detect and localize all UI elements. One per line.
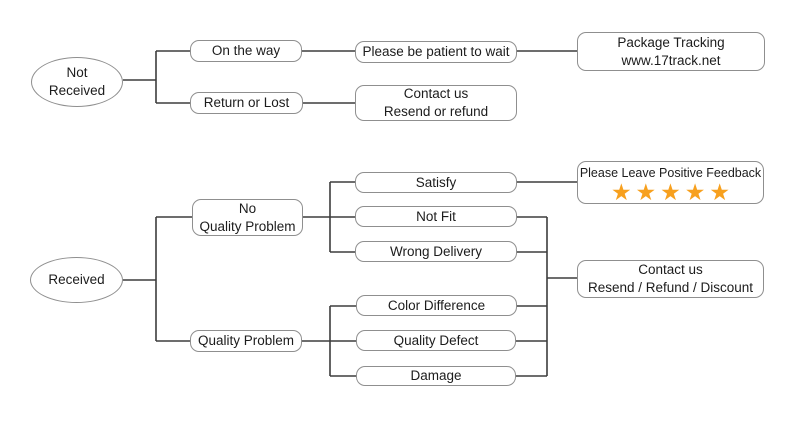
node-contact-us-resend-refund: Contact us Resend or refund (355, 85, 517, 121)
node-received: Received (30, 257, 123, 303)
node-not-received: Not Received (31, 57, 123, 107)
node-positive-feedback: Please Leave Positive Feedback ★★★★★ (577, 161, 764, 204)
positive-feedback-label: Please Leave Positive Feedback (579, 165, 762, 180)
node-quality-problem: Quality Problem (190, 330, 302, 352)
node-damage: Damage (356, 366, 516, 386)
node-package-tracking: Package Tracking www.17track.net (577, 32, 765, 71)
node-on-the-way: On the way (190, 40, 302, 62)
node-no-quality-problem: No Quality Problem (192, 199, 303, 236)
node-wrong-delivery: Wrong Delivery (355, 241, 517, 262)
node-not-fit: Not Fit (355, 206, 517, 227)
node-color-difference: Color Difference (356, 295, 517, 316)
node-quality-defect: Quality Defect (356, 330, 516, 351)
node-please-be-patient: Please be patient to wait (355, 41, 517, 63)
node-satisfy: Satisfy (355, 172, 517, 193)
five-star-rating-icon: ★★★★★ (610, 179, 735, 206)
node-return-or-lost: Return or Lost (190, 92, 303, 114)
node-contact-us-resend-refund-discount: Contact us Resend / Refund / Discount (577, 260, 764, 298)
